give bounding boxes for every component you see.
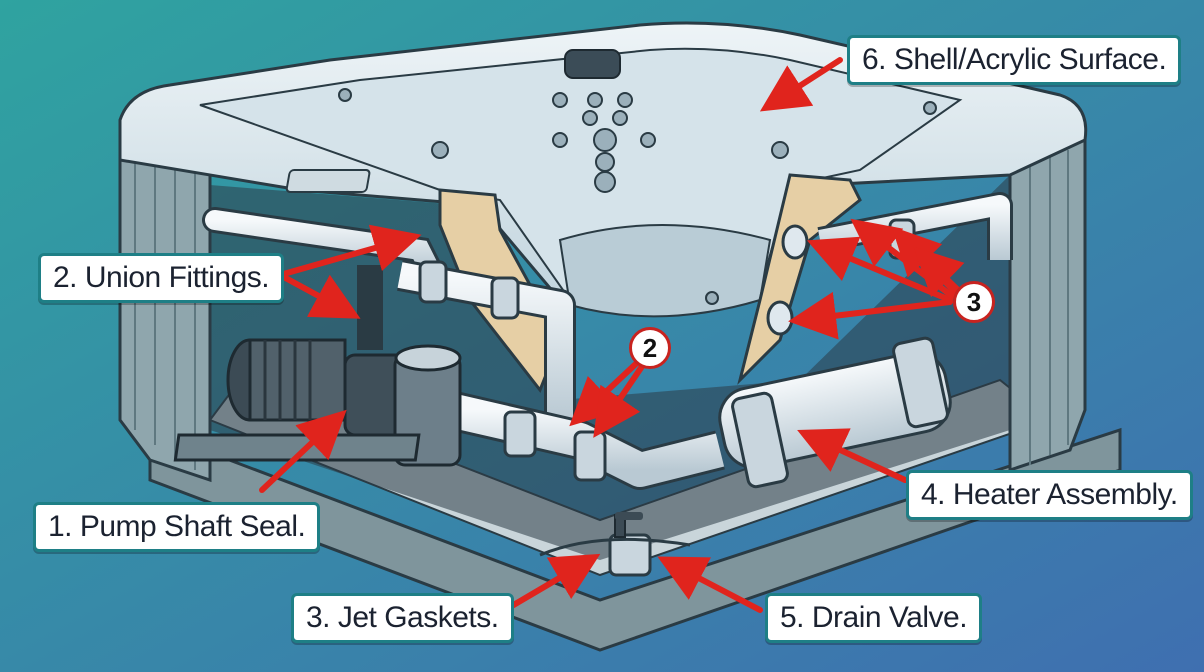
label-drain-valve: 5. Drain Valve. (765, 593, 982, 643)
headrest (565, 50, 620, 78)
cabinet-left-wall (120, 150, 210, 480)
union-fitting-lower-b (575, 432, 605, 480)
label-pump-shaft-seal: 1. Pump Shaft Seal. (33, 502, 320, 552)
wall-jet-upper (783, 226, 807, 258)
union-fitting-lower-a (505, 412, 535, 456)
label-heater-assembly: 4. Heater Assembly. (906, 470, 1193, 520)
union-fitting-upper-a (420, 262, 446, 302)
label-shell-acrylic-surface: 6. Shell/Acrylic Surface. (847, 35, 1181, 85)
label-union-fittings: 2. Union Fittings. (38, 253, 284, 303)
cabinet-right-wall (1010, 140, 1085, 470)
union-fitting-upper-b (492, 278, 518, 318)
label-jet-gaskets: 3. Jet Gaskets. (291, 593, 514, 643)
shell-footwell (560, 225, 770, 316)
wall-jet-lower (768, 302, 792, 334)
control-panel (286, 170, 370, 192)
badge-jet-marker: 3 (953, 281, 995, 323)
badge-union-marker: 2 (629, 327, 671, 369)
